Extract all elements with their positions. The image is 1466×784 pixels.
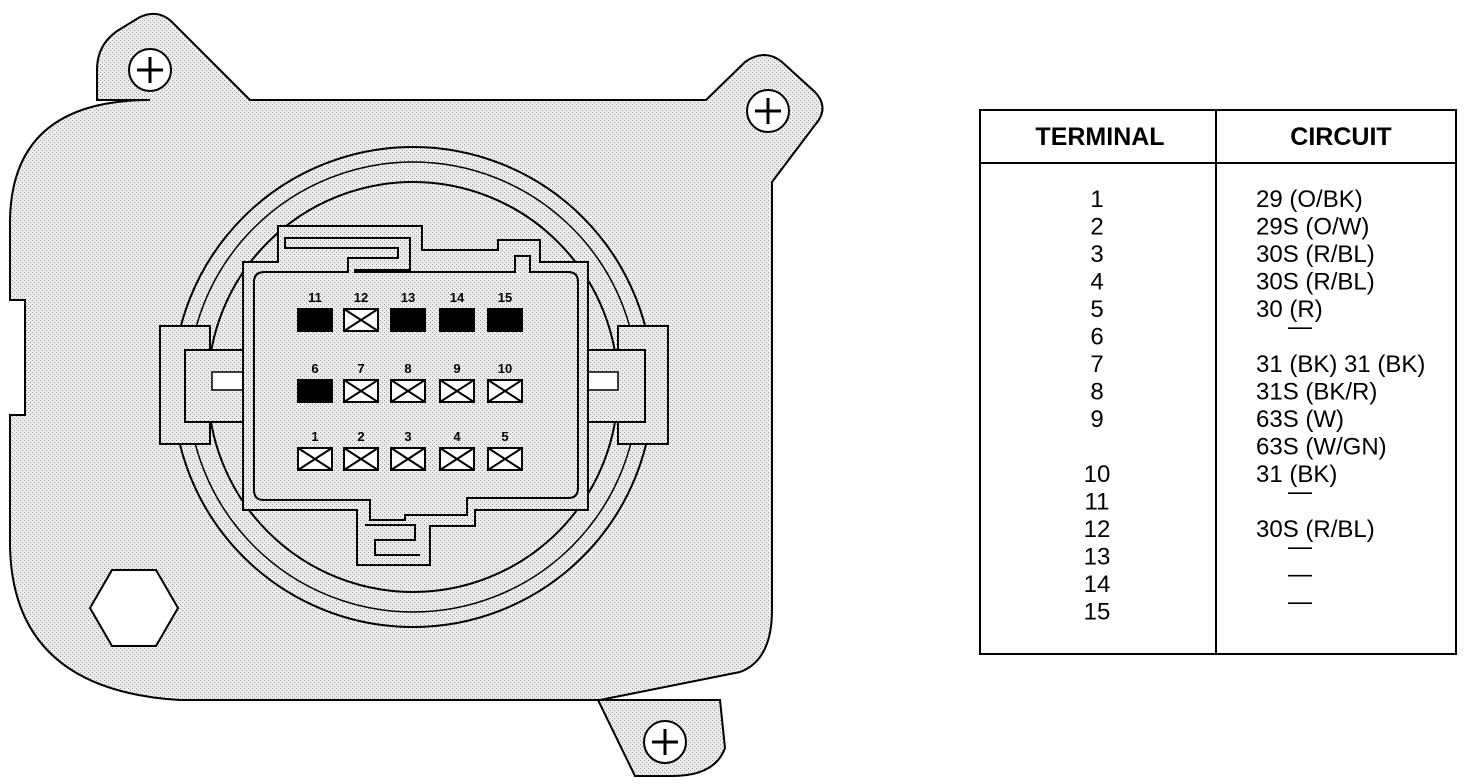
table-row: 1 29 (O/BK) (1090, 186, 1362, 213)
terminal-cell: 5 (1090, 296, 1103, 323)
circuit-cell: 30 (R) (1256, 296, 1323, 323)
pin-3: 3 (390, 429, 426, 471)
table-row: 10 31 (BK) (1084, 461, 1338, 488)
terminal-cell: 12 (1084, 516, 1111, 543)
table-row: 11 — (1085, 479, 1312, 516)
table-row: 5 30 (R) (1090, 296, 1322, 323)
terminal-cell: 1 (1090, 186, 1103, 213)
pin-6: 6 (297, 361, 333, 403)
table-row: 14 — (1084, 561, 1312, 598)
pin-label: 2 (357, 429, 364, 444)
pin-solid-icon (439, 308, 475, 332)
pin-label: 3 (404, 429, 411, 444)
pin-9: 9 (439, 361, 475, 403)
circuit-cell: 63S (W) (1256, 406, 1344, 433)
circuit-cell: — (1288, 534, 1312, 561)
table-row: 15 — (1084, 589, 1312, 626)
header-terminal: TERMINAL (1035, 123, 1164, 151)
pin-15: 15 (487, 290, 523, 332)
pin-label: 15 (498, 290, 512, 305)
circuit-cell: 31 (BK) 31 (BK) (1256, 351, 1425, 378)
hex-nut-icon (88, 569, 180, 647)
pin-label: 1 (311, 429, 318, 444)
pin-label: 14 (450, 290, 465, 305)
table-row: 9 63S (W) (1090, 406, 1344, 433)
circuit-cell: 30S (R/BL) (1256, 241, 1375, 268)
pin-label: 7 (357, 361, 364, 376)
terminal-cell: 9 (1090, 406, 1103, 433)
pin-label: 11 (308, 290, 322, 305)
table-row: 12 30S (R/BL) (1084, 516, 1375, 543)
table-rows: 1 29 (O/BK) 2 29S (O/W) 3 30S (R/BL) 4 30S (R/B… (1084, 186, 1426, 626)
screw-top-left-icon (128, 48, 172, 92)
latch-right (584, 325, 669, 445)
pin-14: 14 (439, 290, 475, 332)
table-row: 6— (1090, 314, 1312, 351)
circuit-cell: — (1288, 479, 1312, 506)
pin-solid-icon (297, 308, 333, 332)
circuit-cell: 31 (BK) (1256, 461, 1337, 488)
circuit-cell: — (1288, 314, 1312, 341)
table-row: 63S (W/GN) (1256, 434, 1387, 461)
table-row: 13 — (1084, 534, 1312, 571)
pin-label: 8 (404, 361, 411, 376)
terminal-cell: 8 (1090, 379, 1103, 406)
terminal-cell: 10 (1084, 461, 1111, 488)
terminal-cell: 15 (1084, 599, 1111, 626)
pin-12: 12 (343, 290, 379, 332)
screw-top-right-icon (746, 89, 790, 133)
pin-2: 2 (343, 429, 379, 471)
screw-bottom-icon (643, 720, 687, 764)
pin-label: 12 (354, 290, 368, 305)
table-border (979, 109, 1457, 655)
pin-label: 5 (501, 429, 508, 444)
circuit-cell: 30S (R/BL) (1256, 516, 1375, 543)
circuit-cell: 29 (O/BK) (1256, 186, 1363, 213)
terminal-cell: 13 (1084, 544, 1111, 571)
circuit-cell: 31S (BK/R) (1256, 379, 1377, 406)
terminal-cell: 14 (1084, 571, 1111, 598)
pin-10: 10 (487, 361, 523, 403)
pin-label: 6 (311, 361, 318, 376)
pin-solid-icon (390, 308, 426, 332)
pin-solid-icon (487, 308, 523, 332)
pin-11: 11 (297, 290, 333, 332)
terminal-cell: 6 (1090, 324, 1103, 351)
terminal-cell: 11 (1085, 489, 1110, 516)
terminal-cell: 4 (1090, 269, 1103, 296)
pin-4: 4 (439, 429, 475, 471)
terminal-cell: 3 (1090, 241, 1103, 268)
table-row: 2 29S (O/W) (1090, 214, 1369, 241)
pin-7: 7 (343, 361, 379, 403)
circuit-cell: 30S (R/BL) (1256, 269, 1375, 296)
terminal-table: TERMINAL CIRCUIT 1 29 (O/BK) 2 29S (O/W) 3 30… (979, 109, 1457, 655)
table-row: 7 31 (BK) 31 (BK) (1090, 351, 1425, 378)
circuit-cell: 29S (O/W) (1256, 214, 1369, 241)
pin-solid-icon (297, 379, 333, 403)
pin-5: 5 (487, 429, 523, 471)
terminal-cell: 7 (1090, 351, 1103, 378)
pin-label: 13 (401, 290, 415, 305)
table-row: 8 31S (BK/R) (1090, 379, 1377, 406)
circuit-cell: — (1288, 561, 1312, 588)
circuit-cell: 63S (W/GN) (1256, 434, 1387, 461)
pin-label: 10 (498, 361, 512, 376)
circuit-cell: — (1288, 589, 1312, 616)
header-circuit: CIRCUIT (1290, 123, 1391, 151)
pin-8: 8 (390, 361, 426, 403)
pin-label: 4 (453, 429, 461, 444)
terminal-cell: 2 (1090, 214, 1103, 241)
table-row: 4 30S (R/BL) (1090, 269, 1374, 296)
pin-13: 13 (390, 290, 426, 332)
table-row: 3 30S (R/BL) (1090, 241, 1374, 268)
pin-label: 9 (453, 361, 460, 376)
pin-1: 1 (297, 429, 333, 471)
